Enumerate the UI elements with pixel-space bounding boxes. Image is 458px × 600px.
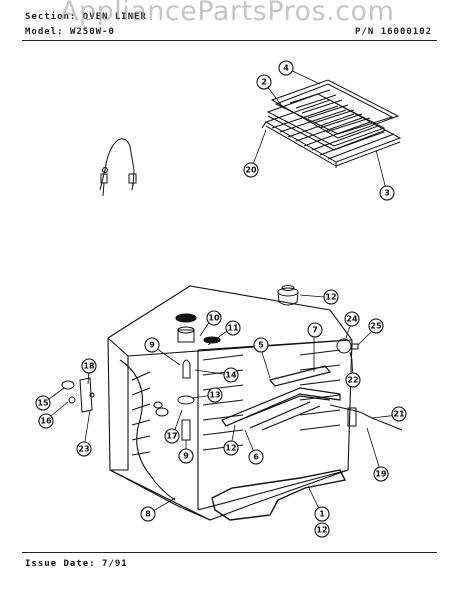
burner-cap-drawing	[277, 285, 299, 306]
callout-6: 6	[248, 449, 264, 465]
callout-7: 7	[307, 322, 323, 338]
issue-value: 7/91	[102, 559, 128, 569]
svg-text:6: 6	[253, 453, 259, 462]
svg-text:18: 18	[83, 362, 95, 371]
callout-9-top: 9	[144, 337, 160, 353]
bake-element-drawing	[211, 469, 347, 521]
callout-12-mid: 12	[223, 440, 239, 456]
svg-text:7: 7	[312, 326, 318, 335]
callout-22: 22	[345, 372, 361, 388]
svg-text:13: 13	[209, 391, 220, 400]
callout-18: 18	[81, 358, 97, 374]
callout-8: 8	[140, 506, 156, 522]
svg-text:9: 9	[183, 452, 189, 461]
svg-text:22: 22	[347, 376, 358, 385]
callout-1: 1	[314, 506, 330, 522]
oven-rack-drawing	[261, 99, 402, 168]
svg-text:12: 12	[225, 444, 236, 453]
svg-text:21: 21	[393, 410, 405, 419]
callout-13: 13	[207, 387, 223, 403]
issue-label: Issue Date:	[25, 559, 96, 569]
svg-text:20: 20	[245, 166, 257, 175]
watermark: AppliancePartsPros.com	[60, 0, 395, 27]
broiler-grid-drawing	[266, 93, 386, 151]
footer-rule	[22, 552, 437, 553]
broil-element-drawing	[221, 365, 341, 431]
svg-text:14: 14	[225, 371, 237, 380]
header-rule	[22, 40, 437, 41]
svg-text:1: 1	[319, 510, 325, 519]
thermostat-bulb-drawing	[99, 138, 137, 197]
section-label: Section:	[25, 12, 77, 22]
callout-19: 19	[373, 466, 389, 482]
svg-text:19: 19	[375, 470, 387, 479]
svg-text:15: 15	[37, 399, 49, 408]
svg-text:24: 24	[346, 315, 358, 324]
part-number-header: P/N 16000102	[355, 27, 432, 37]
callout-2: 2	[256, 74, 272, 90]
callout-bubbles: 4 2 20 3 12 10 11 7 5 9 14 13 17 9 12 6 …	[35, 60, 407, 538]
callout-24: 24	[344, 311, 360, 327]
svg-text:12: 12	[316, 526, 327, 535]
model-value: W250W-0	[69, 27, 115, 37]
svg-text:11: 11	[227, 324, 239, 333]
svg-text:3: 3	[384, 189, 390, 198]
model-label: Model:	[25, 27, 64, 37]
left-bracket-drawing	[61, 377, 95, 413]
callout-25: 25	[368, 318, 384, 334]
callout-5: 5	[253, 337, 269, 353]
callout-23: 23	[76, 441, 92, 457]
model-header: Model: W250W-0	[25, 27, 115, 37]
svg-text:12: 12	[325, 293, 336, 302]
section-header: Section: OVEN LINER	[25, 12, 147, 22]
issue-date: Issue Date: 7/91	[25, 559, 128, 569]
svg-text:9: 9	[149, 341, 155, 350]
ignitor-drawing	[177, 326, 195, 441]
callout-10: 10	[206, 310, 222, 326]
callout-12-top: 12	[323, 289, 339, 305]
callout-9-bottom: 9	[178, 448, 194, 464]
callout-14: 14	[223, 367, 239, 383]
svg-text:17: 17	[166, 432, 177, 441]
svg-text:10: 10	[208, 314, 220, 323]
part-label: P/N	[355, 27, 375, 37]
oven-liner-body-drawing	[107, 285, 353, 521]
callout-11: 11	[225, 320, 241, 336]
svg-text:25: 25	[370, 322, 382, 331]
callout-15: 15	[35, 395, 51, 411]
svg-text:8: 8	[145, 510, 151, 519]
right-part-drawing	[329, 338, 403, 431]
callout-12-bottom: 12	[314, 522, 330, 538]
svg-text:2: 2	[261, 78, 267, 87]
callout-20: 20	[243, 162, 259, 178]
callout-3: 3	[379, 185, 395, 201]
svg-text:5: 5	[258, 341, 264, 350]
svg-text:16: 16	[40, 417, 52, 426]
callout-16: 16	[38, 413, 54, 429]
callout-17: 17	[164, 428, 180, 444]
svg-text:4: 4	[283, 64, 289, 73]
section-value: OVEN LINER	[82, 12, 147, 22]
callout-21: 21	[391, 406, 407, 422]
svg-text:23: 23	[78, 445, 89, 454]
callout-4: 4	[278, 60, 294, 76]
part-value: 16000102	[380, 27, 433, 37]
